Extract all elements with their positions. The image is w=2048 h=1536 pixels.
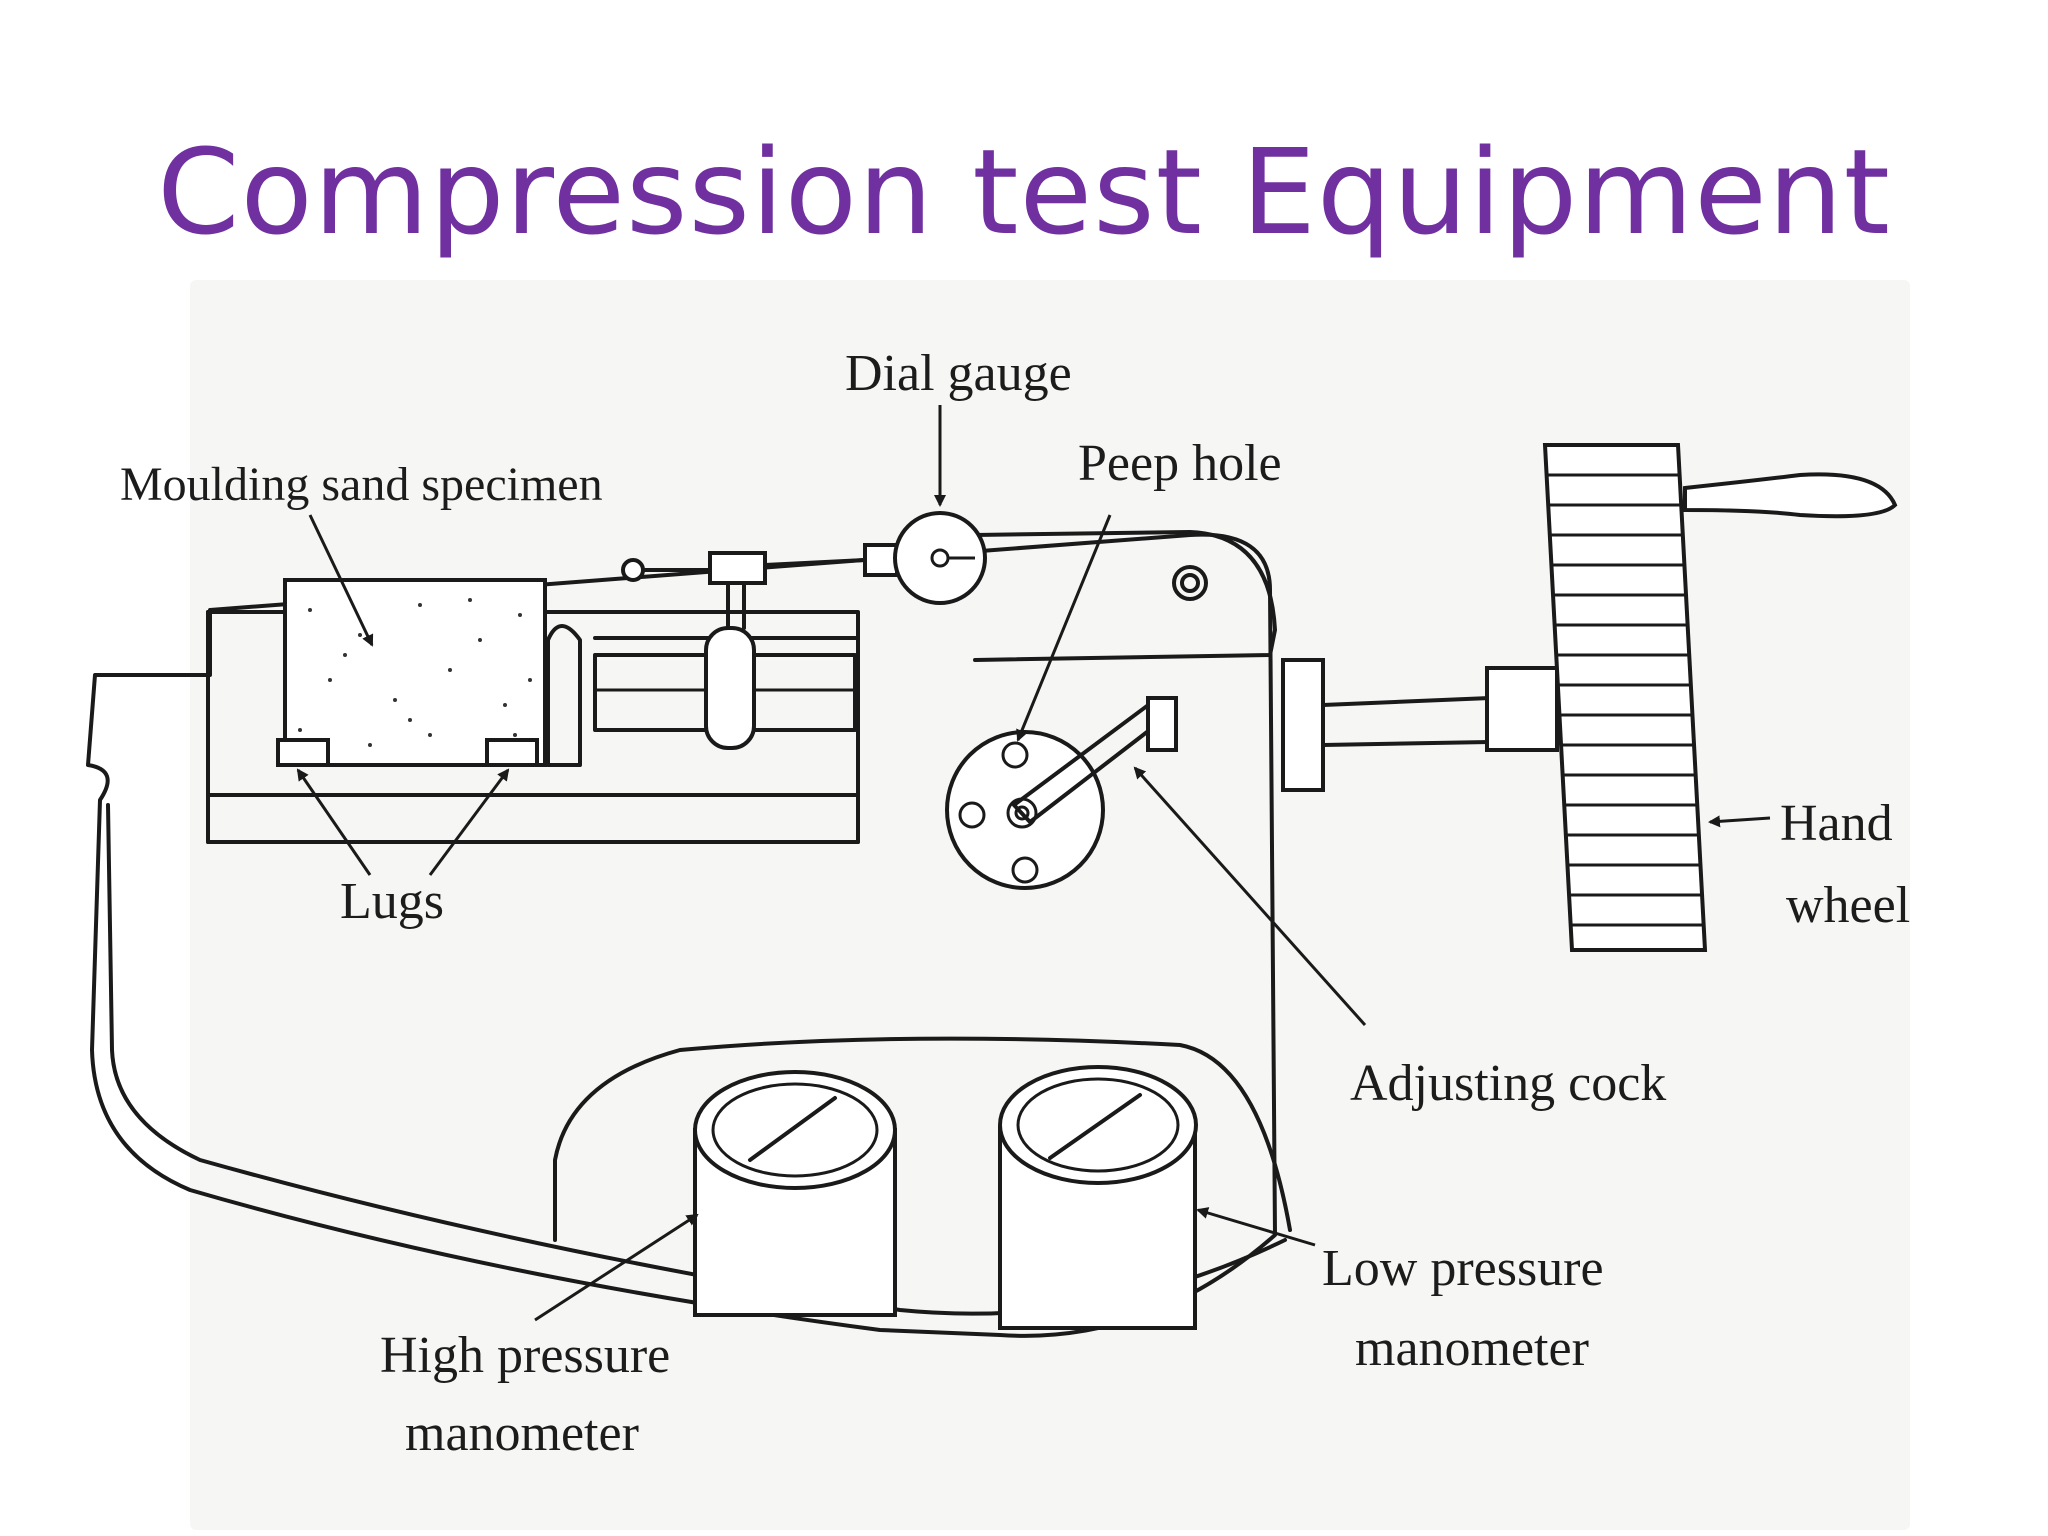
label-high-pressure-manometer: manometer <box>405 1405 639 1462</box>
label-low-pressure: Low pressure <box>1322 1240 1604 1297</box>
sand-speckles <box>298 598 532 752</box>
ram-clamp <box>704 626 756 750</box>
label-high-pressure: High pressure <box>380 1327 670 1384</box>
manometer-housing <box>553 1036 1292 1242</box>
peep-hole <box>1001 741 1029 769</box>
label-moulding-sand-specimen: Moulding sand specimen <box>120 458 603 511</box>
lug-left <box>276 738 330 767</box>
label-peep-hole: Peep hole <box>1078 435 1282 492</box>
high-pressure-gauge <box>693 1070 897 1190</box>
label-adjusting-cock: Adjusting cock <box>1350 1055 1666 1112</box>
label-lugs: Lugs <box>340 873 444 930</box>
sand-specimen <box>283 578 547 767</box>
dial-gauge <box>893 511 987 605</box>
label-hand: Hand <box>1780 795 1893 852</box>
label-low-pressure-manometer: manometer <box>1355 1320 1589 1377</box>
lug-right <box>485 738 539 767</box>
label-dial-gauge: Dial gauge <box>845 345 1072 402</box>
slide-title: Compression test Equipment <box>157 123 1891 261</box>
hand-wheel-ribs <box>1546 473 1704 927</box>
label-wheel: wheel <box>1786 877 1910 934</box>
wheel-handle <box>1683 472 1898 519</box>
hand-wheel <box>1542 443 1708 952</box>
